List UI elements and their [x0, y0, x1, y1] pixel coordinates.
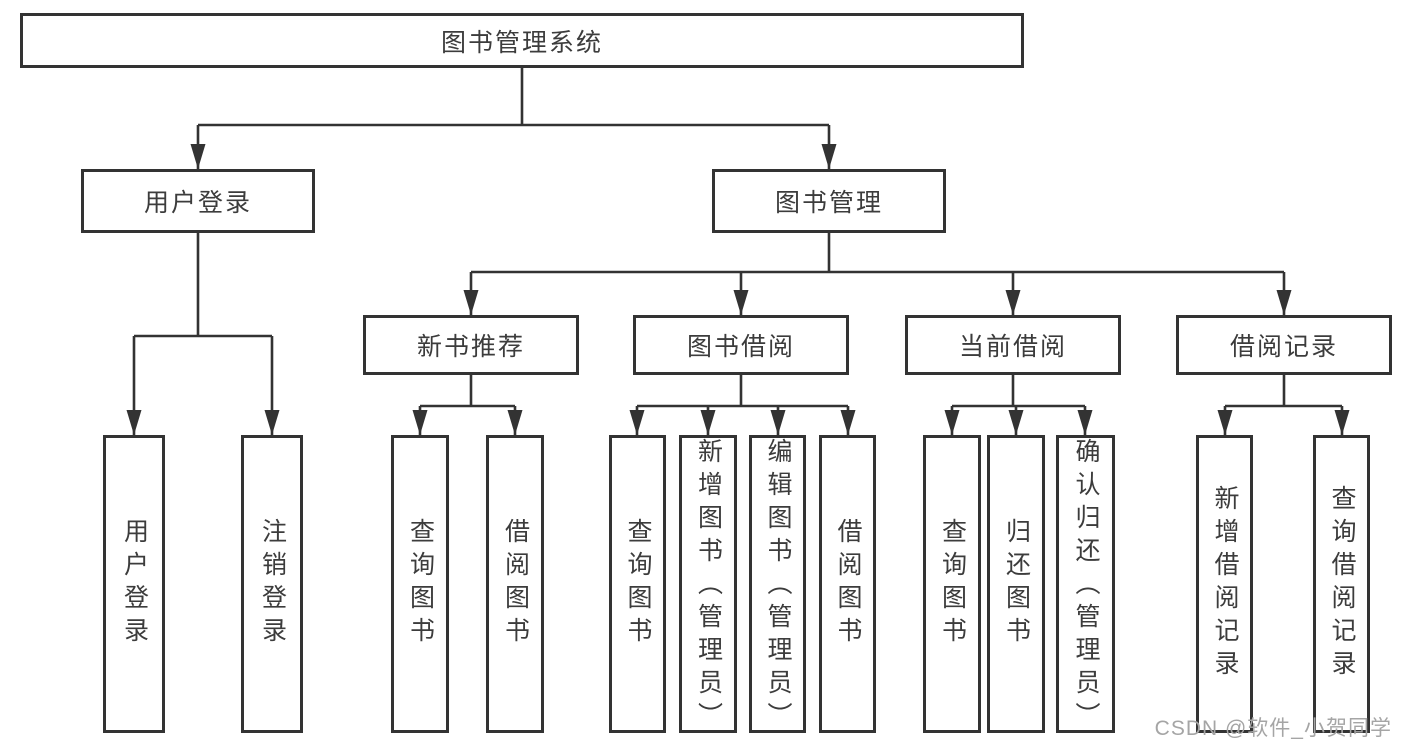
node-label: 新增图书（管理员） [694, 438, 723, 735]
csdn-watermark: CSDN @软件_小贺同学 [1154, 717, 1392, 740]
node-confirm-return-admin: 确认归还（管理员） [1056, 435, 1115, 735]
node-label: 图书借阅 [686, 333, 795, 361]
node-label: 归还图书 [1002, 518, 1031, 650]
node-label: 新书推荐 [416, 333, 525, 361]
node-label: 借阅记录 [1229, 333, 1338, 361]
node-query-books-borrow: 查询图书 [609, 435, 666, 733]
node-borrow-books: 借阅图书 [819, 435, 876, 733]
node-label: 新增借阅记录 [1211, 485, 1239, 683]
node-book-management: 图书管理 [712, 169, 946, 233]
node-label: 图书管理 [774, 189, 883, 217]
node-book-management-system: 图书管理系统 [20, 13, 1024, 68]
node-query-borrow-record: 查询借阅记录 [1313, 435, 1370, 733]
node-current-borrowing: 当前借阅 [905, 315, 1121, 375]
node-query-books-recommend: 查询图书 [391, 435, 449, 733]
node-borrowing-records: 借阅记录 [1176, 315, 1392, 375]
node-label: 确认归还（管理员） [1072, 438, 1100, 735]
node-label: 注销登录 [258, 518, 287, 650]
node-label: 查询图书 [938, 518, 967, 650]
edge-lines [132, 68, 1344, 435]
node-user-login: 用户登录 [81, 169, 315, 233]
node-label: 借阅图书 [501, 518, 530, 650]
node-label: 图书管理系统 [440, 28, 603, 57]
node-query-books-current: 查询图书 [923, 435, 981, 733]
node-label: 查询图书 [624, 518, 652, 650]
node-borrow-books-recommend: 借阅图书 [486, 435, 544, 733]
node-new-book-recommend: 新书推荐 [363, 315, 579, 375]
node-leaf-user-login: 用户登录 [103, 435, 165, 733]
node-label: 查询图书 [406, 518, 435, 650]
node-return-books: 归还图书 [987, 435, 1045, 733]
node-label: 当前借阅 [958, 333, 1067, 361]
node-label: 查询借阅记录 [1328, 485, 1356, 683]
node-label: 用户登录 [143, 189, 252, 217]
node-add-books-admin: 新增图书（管理员） [679, 435, 737, 735]
node-label: 借阅图书 [834, 518, 862, 650]
node-label: 编辑图书（管理员） [764, 438, 792, 735]
node-label: 用户登录 [120, 518, 149, 650]
node-add-borrow-record: 新增借阅记录 [1196, 435, 1253, 733]
node-book-borrowing: 图书借阅 [633, 315, 849, 375]
node-leaf-logout: 注销登录 [241, 435, 303, 733]
node-edit-books-admin: 编辑图书（管理员） [749, 435, 806, 735]
